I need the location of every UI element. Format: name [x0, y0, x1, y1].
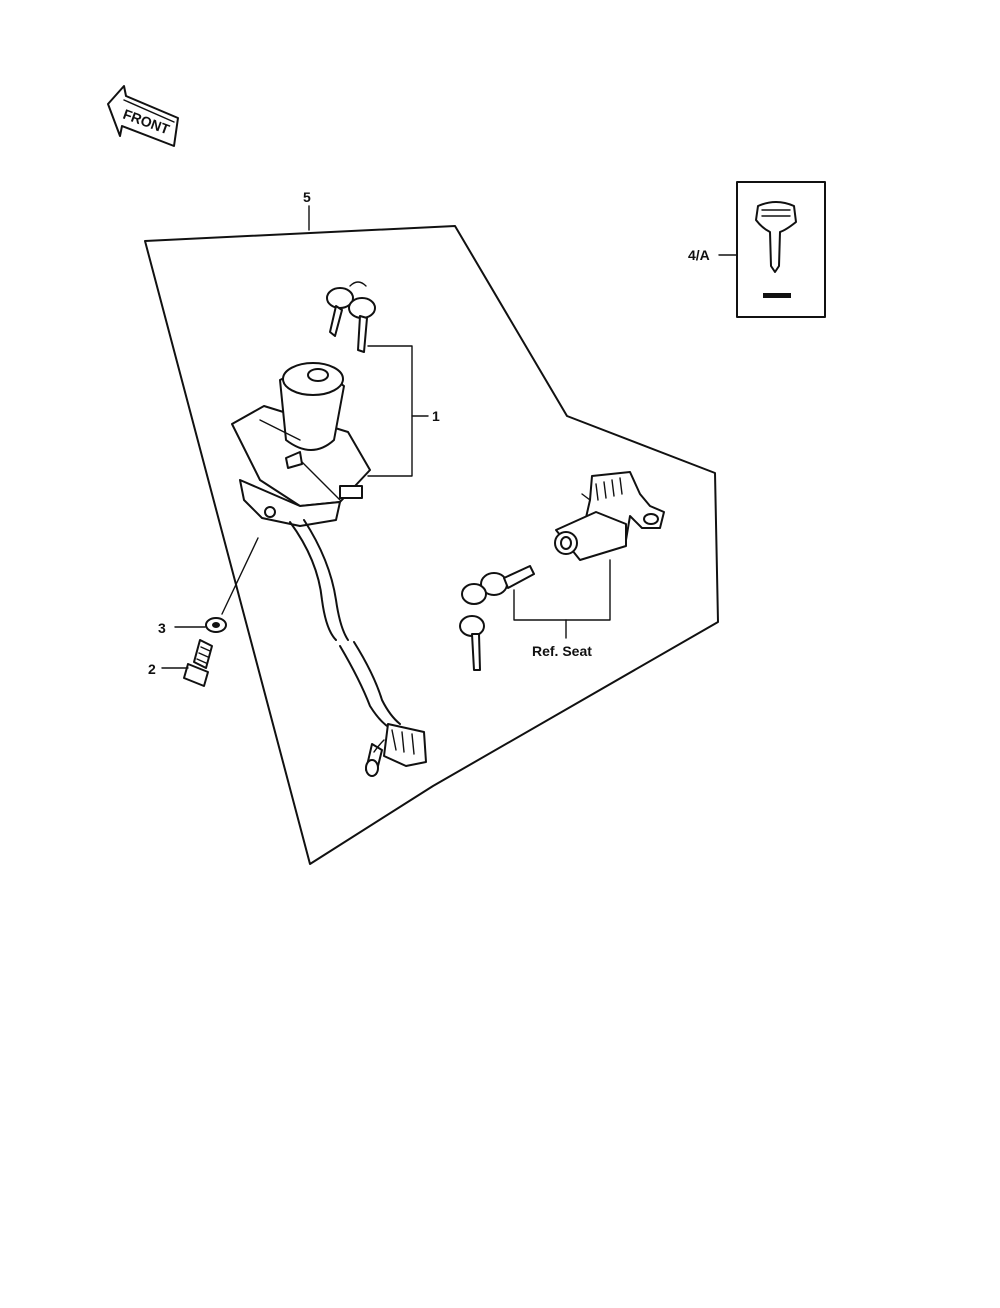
- washer-icon: 3: [158, 617, 227, 636]
- leader-line-washer: [221, 537, 259, 615]
- assembly-outline: 5: [144, 189, 719, 865]
- seat-lock-icon: [554, 471, 665, 561]
- key-icon: [326, 281, 376, 353]
- callout-3: 3: [158, 620, 166, 636]
- bolt-icon: 2: [148, 639, 213, 687]
- callout-4a: 4/A: [688, 247, 710, 263]
- ignition-cable: [289, 519, 401, 729]
- callout-bracket-1: 1: [367, 345, 440, 477]
- key-blank-card-icon: 4/A: [688, 181, 826, 318]
- callout-ref-seat: Ref. Seat: [532, 643, 592, 659]
- key-icon: [459, 565, 535, 671]
- wire-connector-icon: [365, 723, 427, 777]
- callout-2: 2: [148, 661, 156, 677]
- callout-5: 5: [303, 189, 311, 205]
- front-direction-arrow-icon: FRONT: [107, 85, 179, 147]
- callout-1: 1: [432, 408, 440, 424]
- callout-bracket-ref-seat: Ref. Seat: [513, 559, 611, 659]
- ignition-switch-icon: [231, 362, 371, 527]
